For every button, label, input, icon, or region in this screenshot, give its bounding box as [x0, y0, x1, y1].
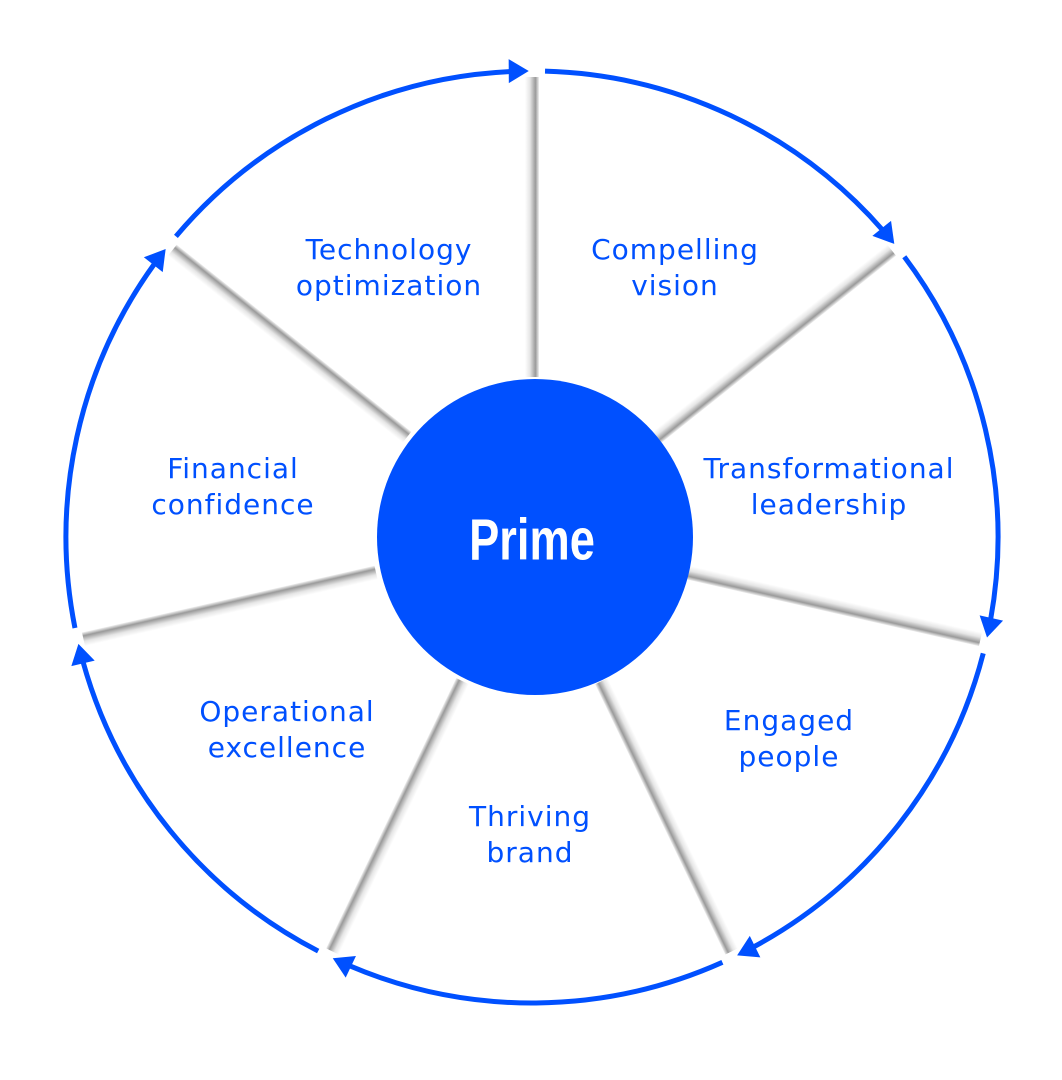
label-line: Operational [199, 695, 375, 728]
spoke-divider [595, 678, 738, 955]
cycle-arc [751, 652, 986, 950]
label-line: vision [631, 269, 719, 302]
arrowhead-icon [737, 935, 761, 958]
label-line: people [738, 740, 840, 773]
label-line: confidence [151, 488, 315, 521]
label-line: Financial [167, 452, 299, 485]
spoke-divider [686, 565, 983, 647]
spoke-divider [81, 565, 378, 647]
label-line: Engaged [723, 704, 855, 737]
spoke-divider [167, 244, 412, 443]
label-line: brand [486, 836, 574, 869]
arrowhead-icon [332, 955, 356, 978]
arrowhead-icon [508, 59, 529, 84]
center-circle [377, 379, 693, 695]
label-line: Technology [305, 233, 473, 266]
arrowhead-icon [872, 220, 895, 244]
spoke-divider [326, 678, 469, 955]
cycle-arc [544, 68, 885, 232]
cycle-arc [902, 255, 1001, 621]
center-label: Prime [469, 507, 595, 573]
label-line: Compelling [591, 233, 759, 266]
label-line: optimization [295, 269, 483, 302]
cycle-arc [63, 261, 157, 629]
cycle-arc [174, 68, 511, 239]
spoke-divider [525, 77, 539, 377]
arrowhead-icon [143, 249, 166, 273]
label-line: leadership [750, 488, 908, 521]
arrowhead-icon [979, 615, 1004, 638]
spoke-divider [652, 244, 897, 443]
cycle-arc [80, 660, 320, 954]
label-line: excellence [207, 731, 367, 764]
arrowhead-icon [71, 643, 95, 667]
label-line: Transformational [703, 452, 955, 485]
label-line: Thriving [468, 800, 592, 833]
cycle-arc [348, 960, 724, 1006]
